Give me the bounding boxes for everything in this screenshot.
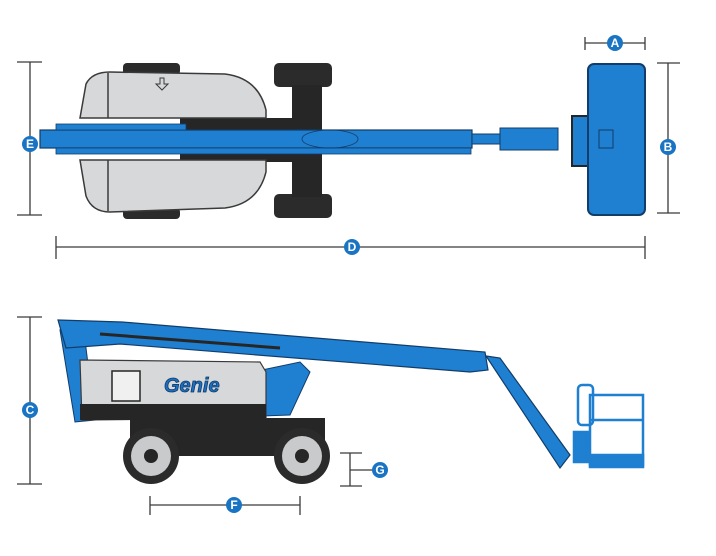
top-turntable-upper bbox=[79, 71, 267, 119]
dimension-g: G bbox=[340, 452, 388, 487]
top-boom-cylinder-upper bbox=[55, 123, 187, 131]
top-rear-tire-upper bbox=[274, 63, 332, 87]
dimension-e-badge bbox=[22, 136, 38, 152]
top-boom bbox=[39, 129, 473, 149]
top-jib-head bbox=[499, 127, 559, 151]
dimension-d: D bbox=[55, 236, 646, 259]
side-control-panel bbox=[111, 370, 141, 402]
top-turntable-lower bbox=[79, 159, 267, 213]
dimension-c-badge bbox=[22, 402, 38, 418]
top-view bbox=[39, 63, 646, 219]
dimension-label-e: E bbox=[26, 137, 34, 151]
side-rear-wheel bbox=[274, 428, 330, 484]
genie-logo: Genie bbox=[164, 375, 220, 397]
dimension-a: A bbox=[584, 35, 646, 51]
side-jib bbox=[484, 355, 571, 470]
top-boom-pivot bbox=[301, 129, 359, 149]
dimension-label-c: C bbox=[26, 403, 35, 417]
side-basket-handrail bbox=[576, 383, 595, 427]
dimension-b-badge bbox=[660, 139, 676, 155]
side-rear-hub bbox=[295, 449, 309, 463]
top-boom-cylinder-lower bbox=[55, 147, 472, 155]
dimension-label-d: D bbox=[348, 240, 357, 254]
top-jib bbox=[471, 133, 501, 145]
side-platform-basket bbox=[572, 383, 645, 469]
top-platform bbox=[587, 63, 646, 216]
dimension-c: C bbox=[17, 316, 42, 485]
dimension-g-badge bbox=[372, 462, 388, 478]
side-front-wheel bbox=[123, 428, 179, 484]
dimension-f-badge bbox=[226, 497, 242, 513]
side-view: Genie bbox=[57, 319, 645, 484]
side-basket-floor bbox=[588, 453, 645, 469]
side-front-hub bbox=[144, 449, 158, 463]
dimension-b: B bbox=[657, 62, 680, 214]
dimension-label-a: A bbox=[611, 36, 620, 50]
top-arrow-marker-icon bbox=[154, 77, 170, 91]
side-basket-rotator bbox=[572, 430, 590, 464]
side-boom-hose-track bbox=[99, 332, 281, 350]
dimension-a-badge bbox=[607, 35, 623, 51]
top-rear-tire-lower bbox=[274, 194, 332, 218]
dimension-label-f: F bbox=[230, 498, 237, 512]
top-platform-control-box bbox=[598, 129, 614, 149]
side-turntable-riser bbox=[261, 361, 311, 417]
dimension-f: F bbox=[149, 496, 301, 515]
dimension-d-badge bbox=[344, 239, 360, 255]
dimension-label-g: G bbox=[375, 463, 384, 477]
side-turntable-base-band bbox=[80, 404, 266, 420]
dimension-e: E bbox=[17, 61, 42, 216]
dimension-label-b: B bbox=[664, 140, 673, 154]
